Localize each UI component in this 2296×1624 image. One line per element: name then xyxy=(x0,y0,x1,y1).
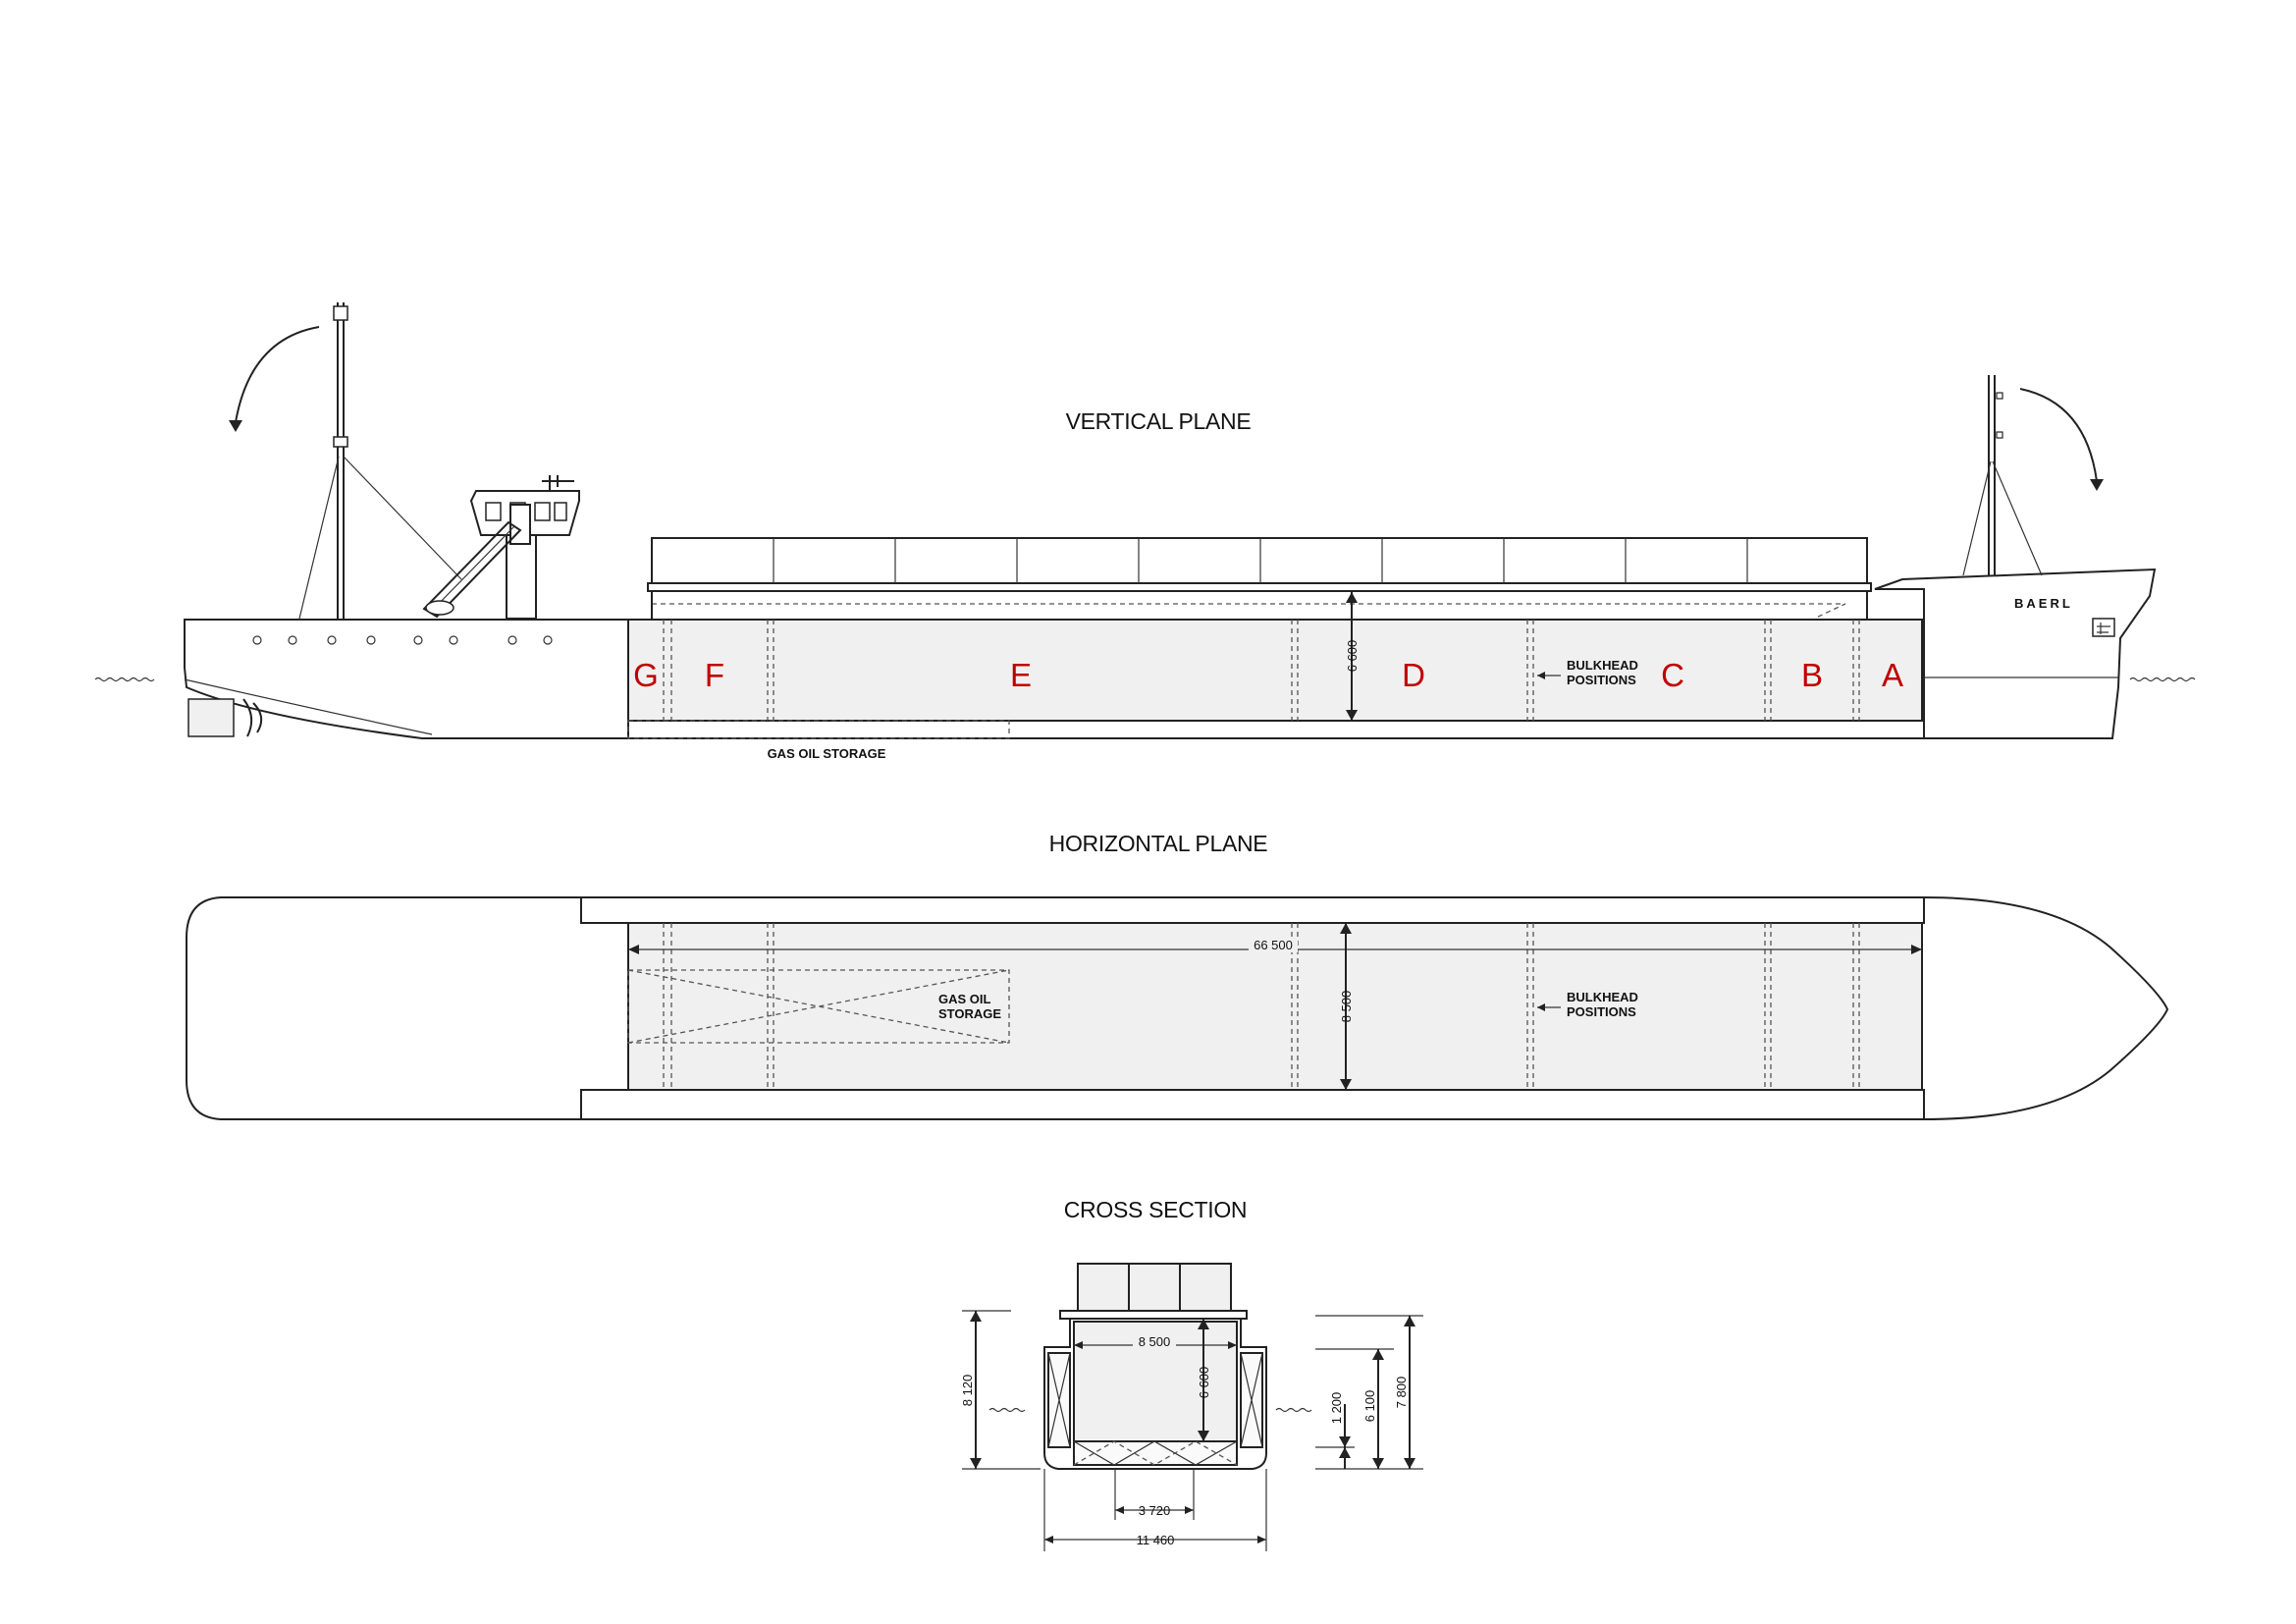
cross-waterline-left xyxy=(988,1407,1026,1413)
deck-containers xyxy=(647,537,1872,592)
cross-overall-width-text: 11 460 xyxy=(1137,1533,1175,1547)
horizontal-bulkhead-label-line1: BULKHEAD xyxy=(1567,990,1638,1004)
cross-section: CROSS SECTION xyxy=(960,1197,1423,1551)
horizontal-side-deck-bottom xyxy=(580,1089,1925,1120)
cross-bottom-width-text: 3 720 xyxy=(1139,1503,1171,1518)
mast-fold-arrow-fwd-head xyxy=(2090,479,2104,491)
cross-height-b-text: 7 800 xyxy=(1394,1377,1409,1409)
horizontal-hull xyxy=(186,896,2169,1120)
vertical-hold-top-dashed xyxy=(652,603,1846,620)
horizontal-plane-title: HORIZONTAL PLANE xyxy=(1049,831,1268,856)
vertical-gas-oil-label: GAS OIL STORAGE xyxy=(768,746,886,761)
hold-label-e: E xyxy=(1010,657,1032,693)
vertical-keel-line xyxy=(184,678,433,735)
wheelhouse xyxy=(422,475,580,620)
cross-inner-height-dimension: 6 600 xyxy=(1197,1319,1211,1441)
horizontal-width-dimension: 8 500 xyxy=(1339,923,1354,1090)
mast-fold-arrow-aft xyxy=(235,326,320,423)
horizontal-width-text: 8 500 xyxy=(1339,991,1354,1023)
cross-draft-text: 1 200 xyxy=(1329,1392,1344,1425)
waterline-right xyxy=(2129,677,2196,682)
vertical-gas-oil-storage xyxy=(627,720,1010,739)
hold-label-f: F xyxy=(705,657,724,693)
cross-height-a-text: 6 100 xyxy=(1362,1390,1377,1423)
cross-containers xyxy=(1059,1263,1248,1320)
horizontal-bulkheads xyxy=(663,923,1860,1090)
aft-mast xyxy=(298,302,462,620)
cross-section-title: CROSS SECTION xyxy=(1064,1197,1248,1222)
propeller-rudder xyxy=(187,698,263,737)
vertical-bulkhead-label: BULKHEAD POSITIONS xyxy=(1537,658,1638,687)
hold-label-d: D xyxy=(1402,657,1425,693)
horizontal-side-deck-top xyxy=(580,896,1925,924)
vertical-plane: VERTICAL PLANE xyxy=(94,302,2196,761)
horizontal-length-dimension: 66 500 xyxy=(628,938,1922,954)
horizontal-bulkhead-label: BULKHEAD POSITIONS xyxy=(1537,990,1638,1019)
hold-label-b: B xyxy=(1801,657,1823,693)
cross-right-dimensions: 1 200 6 100 7 800 xyxy=(1315,1315,1423,1470)
mast-fold-arrow-fwd xyxy=(2019,388,2098,482)
horizontal-length-text: 66 500 xyxy=(1254,938,1293,952)
ship-logo xyxy=(2092,618,2115,637)
vertical-height-text: 6 600 xyxy=(1345,640,1360,673)
cross-waterline-right xyxy=(1275,1407,1312,1413)
cross-inner-width-dimension: 8 500 xyxy=(1074,1334,1237,1349)
cross-inner-width-text: 8 500 xyxy=(1139,1334,1171,1349)
horizontal-bulkhead-label-line2: POSITIONS xyxy=(1567,1004,1636,1019)
hold-label-g: G xyxy=(633,657,659,693)
cross-inner-height-text: 6 600 xyxy=(1197,1367,1211,1399)
mast-fold-arrow-aft-head xyxy=(229,420,242,432)
vertical-hull xyxy=(184,568,2157,739)
cross-overall-width-dimension: 11 460 xyxy=(1043,1469,1267,1551)
cross-overall-height-text: 8 120 xyxy=(960,1375,975,1407)
hold-label-c: C xyxy=(1661,657,1684,693)
cross-overall-height-dimension: 8 120 xyxy=(960,1310,1041,1470)
waterline-left xyxy=(94,677,155,682)
vertical-bulkhead-label-line1: BULKHEAD xyxy=(1567,658,1638,673)
horizontal-gas-oil-label-line2: STORAGE xyxy=(938,1006,1001,1021)
ship-name: BAERL xyxy=(2014,596,2073,611)
vertical-hold-box xyxy=(627,619,1923,722)
vertical-bulkhead-label-line2: POSITIONS xyxy=(1567,673,1636,687)
vertical-bulkheads xyxy=(663,620,1860,721)
horizontal-plane: HORIZONTAL PLANE GAS OIL STORAGE xyxy=(186,831,2169,1120)
portholes xyxy=(252,635,553,645)
hold-label-a: A xyxy=(1882,657,1903,693)
vertical-plane-title: VERTICAL PLANE xyxy=(1066,408,1252,434)
horizontal-gas-oil-label-line1: GAS OIL xyxy=(938,992,991,1006)
fore-mast xyxy=(1962,375,2043,576)
horizontal-gas-oil-storage: GAS OIL STORAGE xyxy=(627,969,1010,1044)
vertical-height-dimension: 6 600 xyxy=(1345,592,1360,721)
cross-bottom-width-dimension: 3 720 xyxy=(1114,1469,1195,1520)
